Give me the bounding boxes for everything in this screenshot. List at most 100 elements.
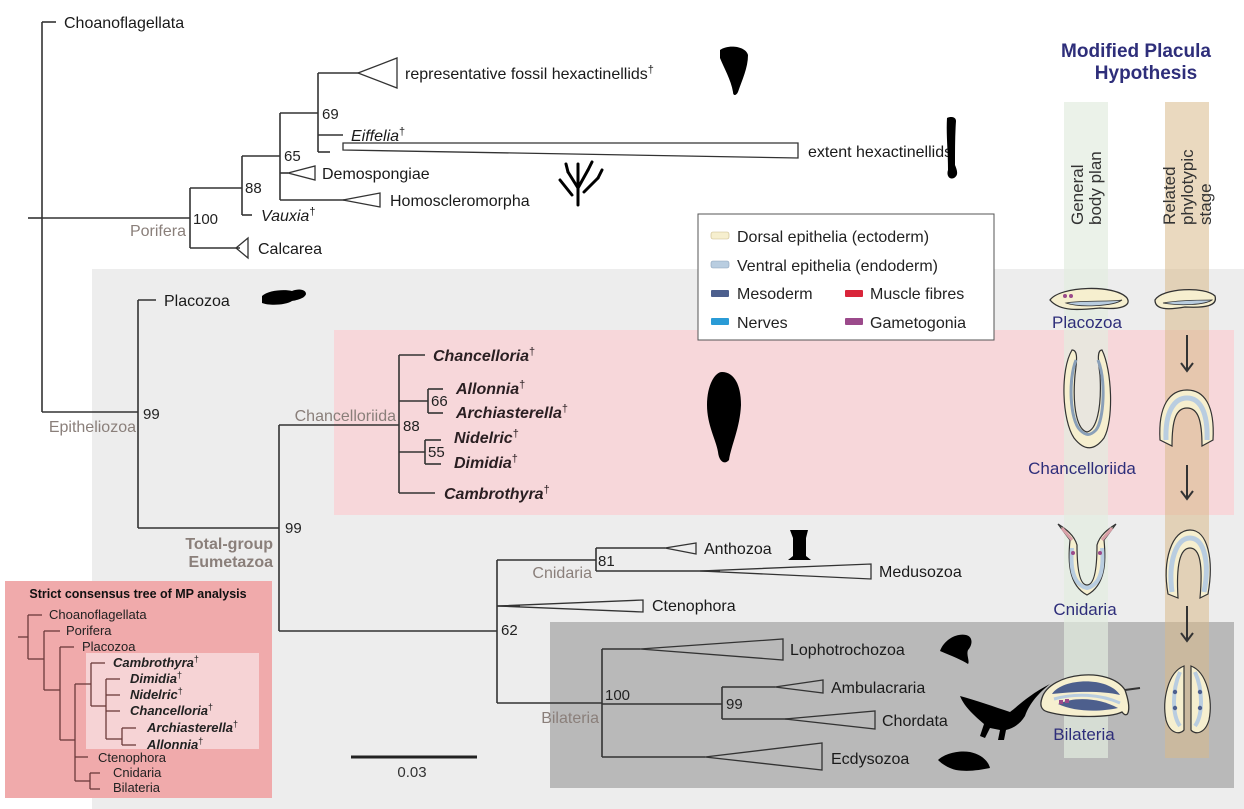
taxon-demospongiae: Demospongiae [322, 166, 430, 183]
legend-label-nerves: Nerves [737, 315, 788, 332]
placozoa-silhouette-icon [262, 289, 306, 305]
column-general-line2: body plan [1086, 151, 1105, 225]
mp-taxon-placozoa: Placozoa [82, 639, 136, 654]
clade-triangle-anthozoa [664, 542, 697, 555]
mp-taxon-porifera: Porifera [66, 623, 112, 638]
mp-taxon-cnidaria: Cnidaria [113, 765, 162, 780]
mp-taxon-allonnia: Allonnia† [146, 736, 203, 752]
group-porifera: Porifera [130, 223, 186, 240]
taxon-placozoa: Placozoa [164, 293, 230, 310]
mp-taxon-choanoflagellata: Choanoflagellata [49, 607, 147, 622]
taxon-archiasterella: Archiasterella† [455, 403, 568, 422]
taxon-choanoflagellata: Choanoflagellata [64, 15, 184, 32]
legend: Dorsal epithelia (ectoderm) Ventral epit… [710, 229, 966, 332]
group-cnidaria: Cnidaria [532, 565, 592, 582]
mp-tree-branches [18, 614, 136, 790]
support-99-epitheliozoa: 99 [143, 406, 160, 423]
taxon-calcarea: Calcarea [258, 241, 322, 258]
clade-triangle-homoscleromorpha [342, 192, 381, 208]
support-100-porifera: 100 [193, 211, 218, 228]
support-62: 62 [501, 622, 518, 639]
taxon-dimidia: Dimidia† [454, 453, 518, 472]
support-100-bilateria: 100 [605, 687, 630, 704]
taxon-lophotrochozoa: Lophotrochozoa [790, 642, 905, 659]
cnidaria-phylotypic-diagram [1165, 529, 1211, 600]
clade-triangle-medusozoa [699, 563, 872, 580]
mp-taxon-bilateria: Bilateria [113, 780, 161, 795]
taxon-ecdysozoa: Ecdysozoa [831, 751, 909, 768]
column-related-line3: stage [1196, 183, 1215, 225]
taxon-allonnia: Allonnia† [455, 379, 525, 398]
taxon-vauxia: Vauxia† [261, 206, 315, 225]
demosponge-silhouette-icon [558, 160, 604, 207]
taxon-ctenophora: Ctenophora [652, 598, 736, 615]
taxon-eiffelia: Eiffelia† [351, 126, 405, 145]
taxon-homoscleromorpha: Homoscleromorpha [390, 193, 530, 210]
column-related-line2: phylotypic [1178, 149, 1197, 225]
clade-triangle-ambulacraria [774, 679, 824, 694]
clade-triangle-ecdysozoa [704, 742, 823, 771]
collapsed-clades [234, 57, 876, 771]
chordate-dinosaur-silhouette-icon [960, 684, 1050, 740]
clade-triangle-ctenophora [496, 599, 644, 613]
column-general-line1: General [1068, 165, 1087, 225]
mp-taxon-dimidia: Dimidia† [130, 670, 182, 686]
mp-taxon-nidelric: Nidelric† [130, 686, 183, 702]
placula-label-placozoa: Placozoa [1052, 313, 1122, 332]
lophotrochozoa-silhouette-icon [940, 634, 972, 664]
support-66: 66 [431, 393, 448, 410]
legend-swatch-nerves [711, 318, 729, 325]
chancelloriid-silhouette-icon [707, 372, 741, 463]
placozoa-body-plan-diagram [1049, 287, 1129, 311]
clade-triangle-calcarea [234, 236, 249, 260]
group-total-group-line1: Total-group [185, 536, 273, 553]
placula-label-chancelloriida: Chancelloriida [1028, 459, 1136, 478]
arrow-placozoa-to-chancelloriida [1180, 335, 1194, 373]
column-related-line1: Related [1160, 166, 1179, 225]
hypothesis-title-line2: Hypothesis [1095, 63, 1197, 84]
fossil-hexactinellid-silhouette-icon [720, 46, 748, 95]
mp-chancelloriid-highlight [86, 653, 259, 749]
support-88-chancelloriida: 88 [403, 418, 420, 435]
arrow-cnidaria-to-bilateria [1180, 606, 1194, 643]
clade-triangle-chordata [784, 710, 876, 730]
support-69: 69 [322, 106, 339, 123]
ecdysozoa-silhouette-icon [938, 751, 990, 771]
mp-analysis-title: Strict consensus tree of MP analysis [29, 587, 246, 601]
taxon-extent-hexactinellids: extent hexactinellids [808, 144, 952, 161]
mp-taxon-cambrothyra: Cambrothyra† [113, 654, 199, 670]
legend-label-gametogonia: Gametogonia [870, 315, 966, 332]
tree-branches [28, 21, 790, 758]
bilateria-body-plan-diagram [1040, 674, 1141, 718]
taxon-nidelric: Nidelric† [454, 428, 519, 447]
support-99-deuterostomia: 99 [726, 696, 743, 713]
group-chancelloriida: Chancelloriida [295, 408, 396, 425]
clade-triangle-demospongiae [285, 165, 316, 181]
cnidaria-body-plan-diagram [1057, 523, 1117, 596]
clade-triangle-rep-fossil-hex [356, 57, 398, 89]
legend-swatch-dorsal [710, 231, 730, 240]
mp-taxon-chancelloria: Chancelloria† [130, 702, 213, 718]
support-55: 55 [428, 444, 445, 461]
placozoa-phylotypic-diagram [1154, 288, 1217, 310]
legend-swatch-ventral [710, 260, 730, 269]
placula-label-bilateria: Bilateria [1053, 725, 1115, 744]
group-total-group-line2: Eumetazoa [189, 554, 274, 571]
placula-label-cnidaria: Cnidaria [1053, 600, 1117, 619]
taxon-ambulacraria: Ambulacraria [831, 680, 925, 697]
support-99-eumetazoa: 99 [285, 520, 302, 537]
arrow-chancelloriida-to-cnidaria [1180, 465, 1194, 501]
mp-taxon-ctenophora: Ctenophora [98, 750, 167, 765]
legend-label-mesoderm: Mesoderm [737, 286, 813, 303]
legend-swatch-gametogonia [845, 318, 863, 325]
taxon-chordata: Chordata [882, 713, 948, 730]
taxon-cambrothyra: Cambrothyra† [444, 484, 550, 503]
support-88-porifera: 88 [245, 180, 262, 197]
taxon-chancelloria: Chancelloria† [433, 346, 535, 365]
chancelloriida-phylotypic-diagram [1159, 389, 1214, 448]
chancelloriida-body-plan-diagram [1063, 349, 1112, 449]
taxon-rep-fossil-hexactinellids: representative fossil hexactinellids† [405, 64, 654, 83]
group-bilateria: Bilateria [541, 710, 599, 727]
scale-bar-label: 0.03 [397, 764, 426, 781]
